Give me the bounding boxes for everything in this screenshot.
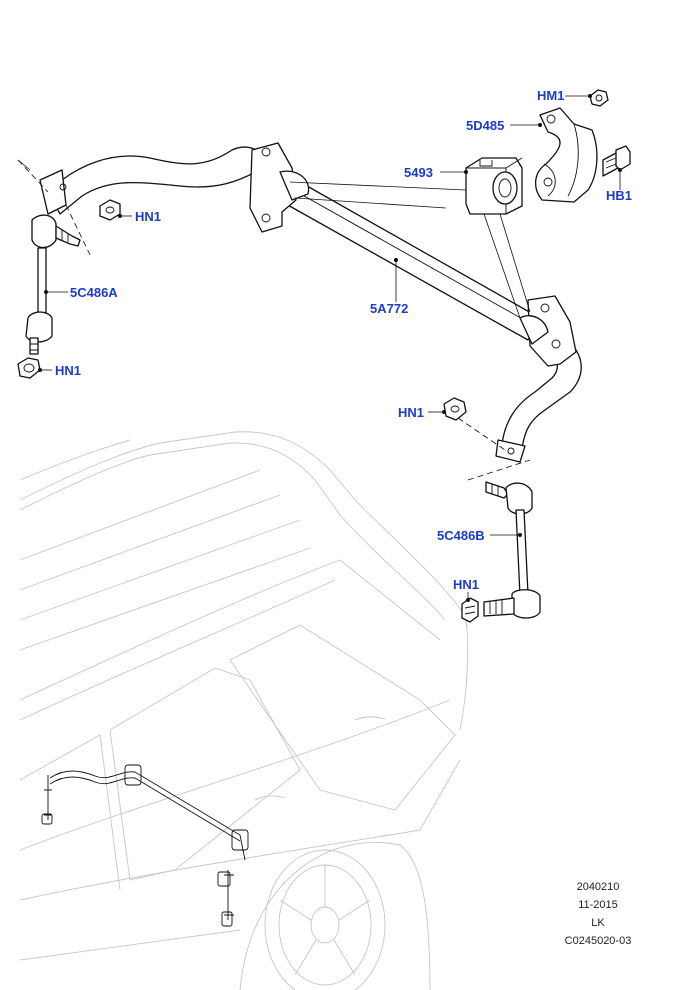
bushing (465, 157, 523, 215)
link-left (25, 214, 81, 355)
leader-lines (17, 95, 621, 600)
callout-hn1-lower-right[interactable]: HN1 (453, 577, 479, 592)
callout-5a772[interactable]: 5A772 (370, 301, 408, 316)
callout-5d485[interactable]: 5D485 (466, 118, 504, 133)
diagram-region: LK (591, 917, 605, 929)
callout-hm1[interactable]: HM1 (537, 88, 564, 103)
bushing-bracket (535, 107, 598, 203)
nut-hn1-lower-right (461, 597, 479, 623)
nut-hn1-lower-left (17, 357, 41, 379)
bolt-hb1 (602, 145, 631, 177)
callout-hb1[interactable]: HB1 (606, 188, 632, 203)
nut-hn1-mid-right (443, 397, 467, 421)
callout-5c486a[interactable]: 5C486A (70, 285, 118, 300)
diagram-code: 2040210 (577, 881, 620, 893)
diagram-date: 11-2015 (578, 899, 618, 911)
stabilizer-bar (39, 142, 582, 463)
mini-stabilizer-bar (41, 764, 249, 927)
diagram-reference: C0245020-03 (565, 935, 632, 947)
callout-hn1-lower-left[interactable]: HN1 (55, 363, 81, 378)
leader-dots (38, 94, 622, 602)
callout-5493[interactable]: 5493 (404, 165, 433, 180)
callout-5c486b[interactable]: 5C486B (437, 528, 485, 543)
callout-hn1-mid-right[interactable]: HN1 (398, 405, 424, 420)
vehicle-outline (19, 431, 469, 990)
link-right (483, 481, 541, 619)
callout-hn1-upper-left[interactable]: HN1 (135, 209, 161, 224)
nut-hm1 (589, 89, 609, 107)
nut-hn1-upper-left (99, 199, 121, 221)
